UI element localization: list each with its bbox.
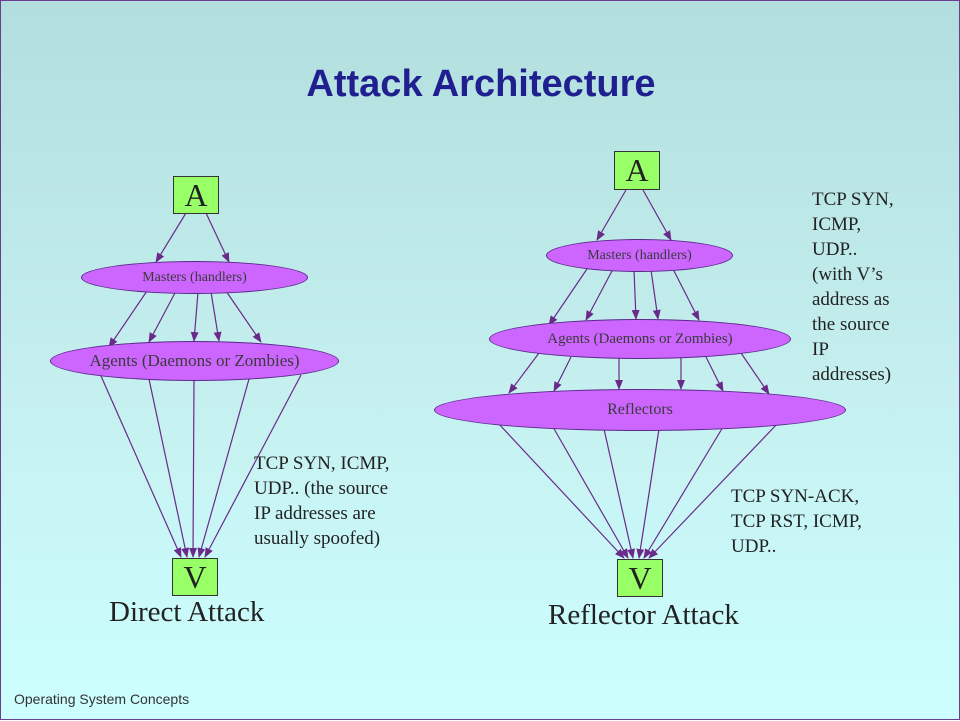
arrow bbox=[672, 268, 700, 321]
page-title: Attack Architecture bbox=[306, 63, 656, 105]
arrow bbox=[740, 352, 770, 395]
arrow bbox=[553, 356, 572, 392]
arrow bbox=[705, 356, 724, 392]
direct-attack-caption: Direct Attack bbox=[109, 596, 265, 628]
attacker-node-reflector: A bbox=[614, 151, 660, 190]
arrow bbox=[148, 378, 190, 558]
arrow bbox=[631, 269, 640, 320]
arrow bbox=[148, 290, 177, 343]
arrow bbox=[205, 212, 230, 263]
arrow bbox=[603, 428, 635, 559]
arrow bbox=[197, 378, 250, 558]
arrow bbox=[648, 421, 780, 559]
arrow bbox=[650, 269, 661, 320]
arrow bbox=[642, 189, 672, 241]
arrow bbox=[508, 352, 540, 394]
arrow bbox=[189, 379, 198, 558]
arrow bbox=[585, 268, 614, 321]
reflector-attack-caption: Reflector Attack bbox=[548, 599, 739, 631]
arrow bbox=[210, 291, 222, 342]
arrow bbox=[636, 428, 660, 559]
reflector-request-note: TCP SYN, ICMP, UDP.. (with V’s address a… bbox=[812, 189, 894, 385]
arrow bbox=[155, 212, 187, 263]
victim-node-direct: V bbox=[172, 558, 218, 596]
arrow bbox=[100, 375, 182, 558]
arrow bbox=[204, 374, 302, 558]
agents-ellipse-direct: Agents (Daemons or Zombies) bbox=[50, 341, 339, 381]
arrow bbox=[596, 189, 627, 241]
victim-node-reflector: V bbox=[617, 559, 663, 597]
arrow bbox=[108, 287, 150, 348]
agents-ellipse-reflector: Agents (Daemons or Zombies) bbox=[489, 319, 791, 359]
arrow bbox=[190, 291, 199, 342]
footer-text: Operating System Concepts bbox=[14, 691, 190, 707]
arrow bbox=[548, 265, 590, 326]
reflector-response-note: TCP SYN-ACK, TCP RST, ICMP, UDP.. bbox=[731, 486, 862, 557]
masters-ellipse-direct: Masters (handlers) bbox=[81, 261, 308, 294]
arrow bbox=[643, 426, 724, 559]
direct-traffic-note: TCP SYN, ICMP, UDP.. (the source IP addr… bbox=[254, 453, 390, 549]
attacker-node-direct: A bbox=[173, 176, 219, 214]
arrow bbox=[497, 422, 625, 559]
masters-ellipse-reflector: Masters (handlers) bbox=[546, 239, 733, 272]
reflectors-ellipse: Reflectors bbox=[434, 389, 846, 431]
arrow bbox=[225, 290, 262, 343]
arrow bbox=[552, 426, 629, 559]
